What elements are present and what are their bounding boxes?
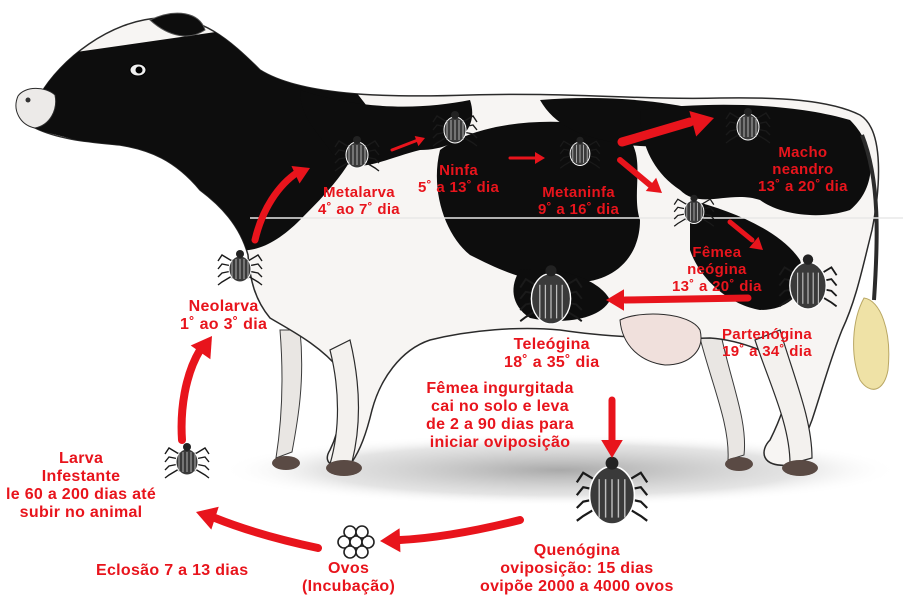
femea-name: Fêmea [672, 244, 762, 261]
neolarva-period: 1˚ ao 3˚ dia [180, 316, 267, 334]
label-neolarva: Neolarva 1˚ ao 3˚ dia [180, 298, 267, 334]
far-front-hoof [272, 456, 300, 470]
arrow-head-ovos-larva [192, 501, 218, 530]
partenogina-name: Partenógina [722, 326, 812, 343]
label-femea-ingurgitada: Fêmea ingurgitada cai no solo e leva de … [426, 380, 574, 452]
teleogina-name: Teleógina [504, 336, 600, 354]
ingurgitada-line1: Fêmea ingurgitada [426, 380, 574, 398]
quenogina-line3: ovipõe 2000 a 4000 ovos [480, 578, 674, 596]
larva-line2: Infestante [6, 468, 156, 486]
metaninfa-period: 9˚ a 16˚ dia [538, 201, 619, 218]
quenogina-line2: oviposição: 15 dias [480, 560, 674, 578]
label-macho: Macho neandro 13˚ a 20˚ dia [758, 144, 848, 195]
ovos-name: Ovos [302, 560, 395, 578]
quenogina-name: Quenógina [480, 542, 674, 560]
ingurgitada-line2: cai no solo e leva [426, 398, 574, 416]
tail-tuft [854, 298, 889, 389]
label-metaninfa: Metaninfa 9˚ a 16˚ dia [538, 184, 619, 218]
larva-line1: Larva [6, 450, 156, 468]
arrow-icon-larva-neolarva [182, 350, 200, 440]
ninfa-name: Ninfa [418, 162, 499, 179]
macho-period: 13˚ a 20˚ dia [758, 178, 848, 195]
metalarva-name: Metalarva [318, 184, 400, 201]
arrow-icon-queno-ovos [400, 520, 520, 540]
label-eclosao: Eclosão 7 a 13 dias [96, 562, 248, 580]
arrow-icon-ovos-larva [215, 518, 318, 548]
label-larva-infestante: Larva Infestante le 60 a 200 dias até su… [6, 450, 156, 522]
tick-icon-larva [165, 443, 209, 478]
near-front-hoof [326, 460, 362, 476]
label-teleogina: Teleógina 18˚ a 35˚ dia [504, 336, 600, 372]
label-partenogina: Partenógina 19˚ a 34˚ dia [722, 326, 812, 360]
arrow-head-queno-ovos [380, 528, 401, 553]
arrow-icon-partenogina-teleogina [625, 298, 748, 300]
label-quenogina: Quenógina oviposição: 15 dias ovipõe 200… [480, 542, 674, 596]
femea-period: 13˚ a 20˚ dia [672, 278, 762, 295]
label-femea-neogina: Fêmea neógina 13˚ a 20˚ dia [672, 244, 762, 295]
near-hind-hoof [782, 460, 818, 476]
eclosao-text: Eclosão 7 a 13 dias [96, 562, 248, 580]
cow-udder [620, 314, 701, 365]
metalarva-period: 4˚ ao 7˚ dia [318, 201, 400, 218]
larva-line3: le 60 a 200 dias até [6, 486, 156, 504]
far-hind-hoof [725, 457, 753, 471]
femea-name2: neógina [672, 261, 762, 278]
far-front-leg [276, 330, 302, 458]
metaninfa-name: Metaninfa [538, 184, 619, 201]
ingurgitada-line3: de 2 a 90 dias para [426, 416, 574, 434]
egg-cluster-icon [338, 526, 374, 558]
ovos-line2: (Incubação) [302, 578, 395, 596]
partenogina-period: 19˚ a 34˚ dia [722, 343, 812, 360]
larva-line4: subir no animal [6, 504, 156, 522]
ingurgitada-line4: iniciar oviposição [426, 434, 574, 452]
label-metalarva: Metalarva 4˚ ao 7˚ dia [318, 184, 400, 218]
macho-name: Macho [758, 144, 848, 161]
label-ninfa: Ninfa 5˚ a 13˚ dia [418, 162, 499, 196]
macho-name2: neandro [758, 161, 848, 178]
teleogina-period: 18˚ a 35˚ dia [504, 354, 600, 372]
ninfa-period: 5˚ a 13˚ dia [418, 179, 499, 196]
label-ovos: Ovos (Incubação) [302, 560, 395, 596]
near-front-leg [330, 340, 359, 464]
neolarva-name: Neolarva [180, 298, 267, 316]
